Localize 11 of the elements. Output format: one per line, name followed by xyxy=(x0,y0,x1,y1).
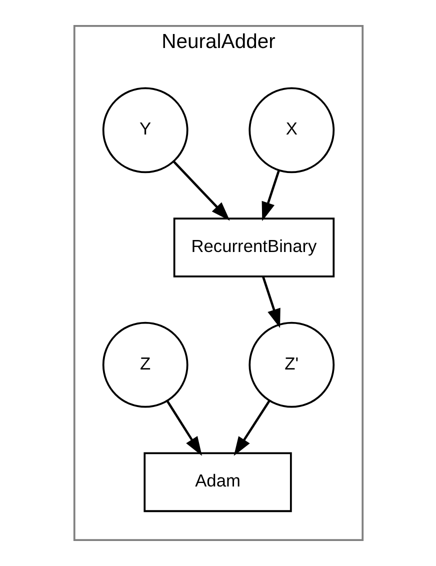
node-circle: X xyxy=(248,87,334,174)
node-circle: Z xyxy=(102,322,188,408)
node-box: RecurrentBinary xyxy=(172,218,334,278)
arrow xyxy=(166,400,202,456)
arrow xyxy=(261,170,280,222)
arrow xyxy=(233,400,270,456)
arrow xyxy=(172,160,230,221)
arrow xyxy=(262,276,280,328)
node-box: Adam xyxy=(143,452,292,512)
node-circle: Z' xyxy=(248,322,334,408)
node-circle: Y xyxy=(102,87,188,174)
